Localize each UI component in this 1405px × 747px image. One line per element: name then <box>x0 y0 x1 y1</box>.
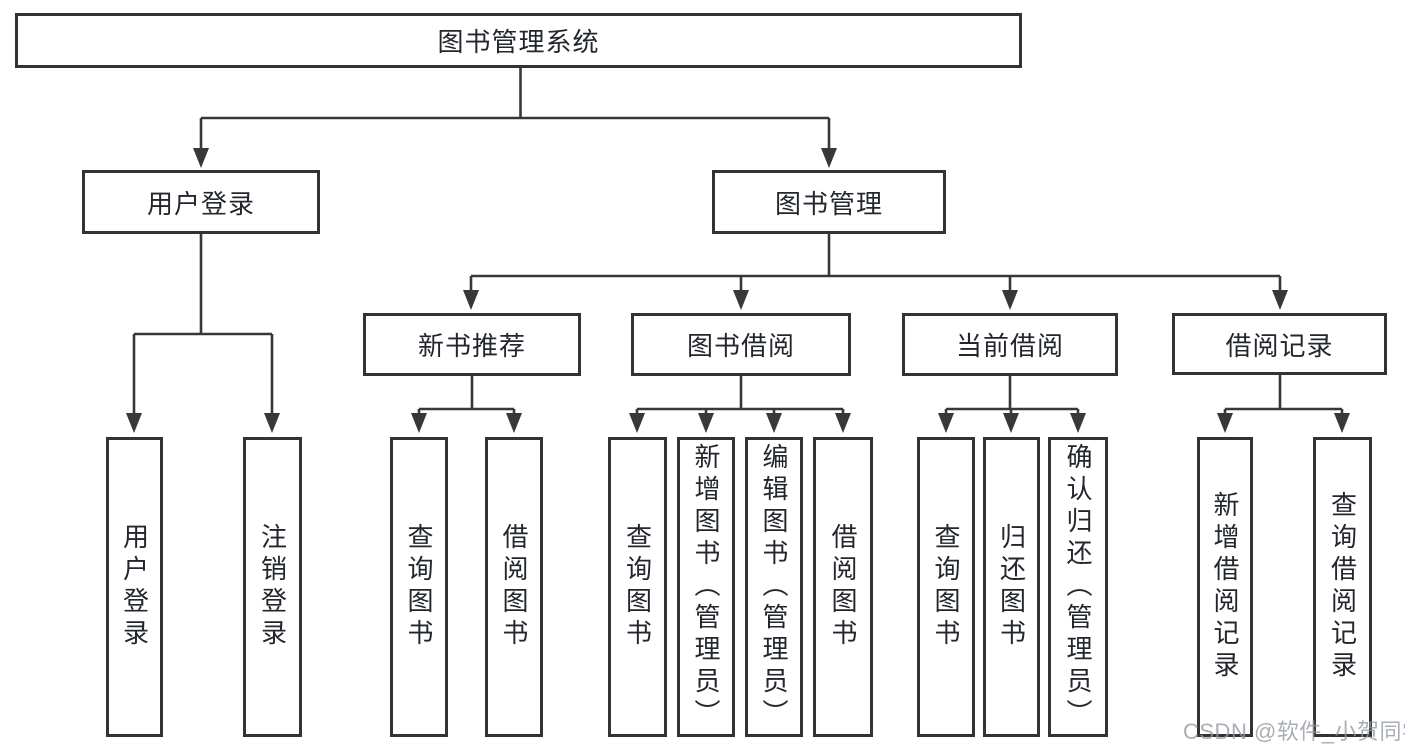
leaf-recommend-borrow-books-label: 借阅图书 <box>499 523 529 651</box>
leaf-add-books-admin-label: 新增图书（管理员） <box>691 443 721 731</box>
leaf-user-login: 用户登录 <box>106 437 163 737</box>
leaf-edit-books-admin-label: 编辑图书（管理员） <box>759 443 789 731</box>
leaf-borrow-query-books: 查询图书 <box>608 437 667 737</box>
node-user-login: 用户登录 <box>82 170 320 234</box>
leaf-recommend-borrow-books: 借阅图书 <box>485 437 543 737</box>
node-new-book-recommend: 新书推荐 <box>363 313 581 376</box>
leaf-query-borrow-record: 查询借阅记录 <box>1313 437 1372 737</box>
leaf-logout: 注销登录 <box>243 437 302 737</box>
leaf-recommend-query-books: 查询图书 <box>390 437 448 737</box>
leaf-current-query-books: 查询图书 <box>917 437 975 737</box>
node-borrow-records-label: 借阅记录 <box>1225 330 1334 361</box>
node-user-login-label: 用户登录 <box>146 188 255 219</box>
node-book-borrow: 图书借阅 <box>631 313 851 376</box>
node-book-borrow-label: 图书借阅 <box>686 331 795 361</box>
leaf-logout-label: 注销登录 <box>257 523 288 651</box>
leaf-current-query-books-label: 查询图书 <box>931 523 961 651</box>
node-borrow-records: 借阅记录 <box>1172 313 1387 375</box>
leaf-query-borrow-record-label: 查询借阅记录 <box>1327 491 1358 683</box>
node-current-borrow: 当前借阅 <box>902 313 1118 376</box>
csdn-watermark: CSDN @软件_小贺同学 <box>1183 719 1405 744</box>
leaf-confirm-return-admin: 确认归还（管理员） <box>1048 437 1108 737</box>
node-current-borrow-label: 当前借阅 <box>955 331 1064 361</box>
leaf-user-login-label: 用户登录 <box>119 523 150 651</box>
leaf-borrow-books: 借阅图书 <box>813 437 873 737</box>
leaf-recommend-query-books-label: 查询图书 <box>404 523 434 651</box>
leaf-edit-books-admin: 编辑图书（管理员） <box>745 437 803 737</box>
root-node-label: 图书管理系统 <box>437 27 600 57</box>
leaf-add-borrow-record-label: 新增借阅记录 <box>1210 491 1240 683</box>
node-new-book-recommend-label: 新书推荐 <box>417 331 526 361</box>
leaf-return-books: 归还图书 <box>983 437 1040 737</box>
arrowhead-icons <box>126 148 1350 433</box>
root-node-library-system: 图书管理系统 <box>15 13 1022 68</box>
leaf-return-books-label: 归还图书 <box>996 523 1027 651</box>
node-book-management-label: 图书管理 <box>774 188 883 219</box>
node-book-management: 图书管理 <box>712 170 946 234</box>
leaf-borrow-query-books-label: 查询图书 <box>622 523 653 651</box>
leaf-borrow-books-label: 借阅图书 <box>828 523 858 651</box>
leaf-add-borrow-record: 新增借阅记录 <box>1197 437 1253 737</box>
leaf-confirm-return-admin-label: 确认归还（管理员） <box>1063 443 1093 731</box>
leaf-add-books-admin: 新增图书（管理员） <box>677 437 735 737</box>
